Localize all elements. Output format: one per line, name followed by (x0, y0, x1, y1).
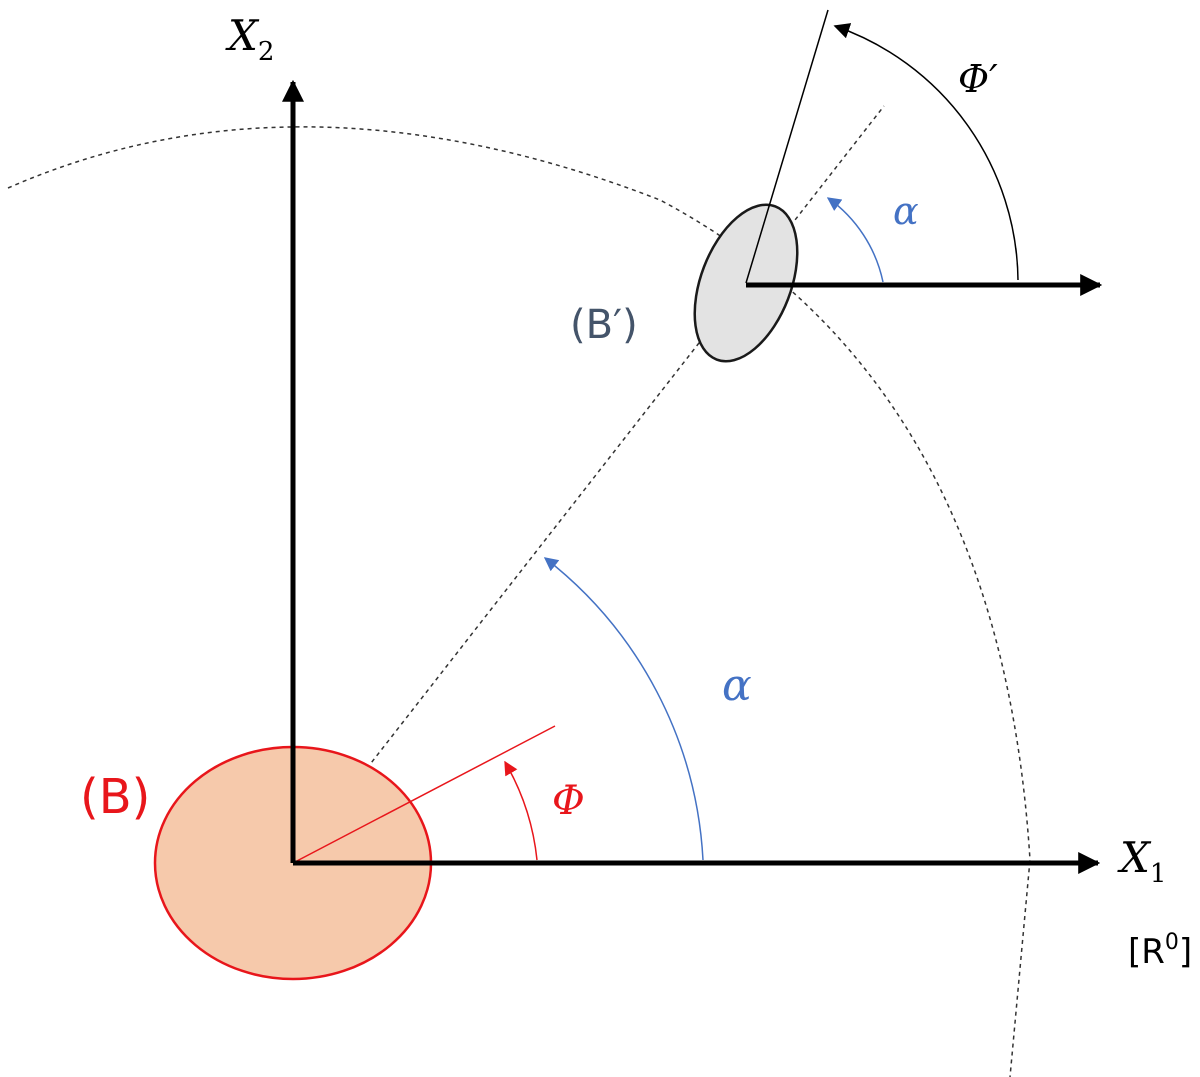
phi-prime-label: Φ′ (958, 57, 998, 101)
body-b-prime-orientation-line (745, 9, 829, 284)
alpha-large-arc (543, 557, 704, 861)
phi-prime-arc (833, 23, 1019, 281)
x1-axis-label: X1 (1117, 833, 1166, 889)
reference-frame-label: [R0] (1128, 930, 1192, 972)
body-b-label: (B) (80, 769, 150, 825)
x2-axis-label: X2 (225, 11, 274, 67)
alpha-large-label: α (722, 660, 752, 711)
radial-dashed-line (292, 105, 885, 864)
body-b-orientation-line (292, 725, 556, 864)
phi-arc (504, 760, 538, 861)
body-b-prime-label: (B′) (570, 302, 638, 348)
alpha-small-label: α (893, 189, 919, 233)
phi-label: Φ (552, 778, 585, 824)
trajectory-arc (7, 126, 1031, 1077)
alpha-small-arc (826, 197, 884, 283)
